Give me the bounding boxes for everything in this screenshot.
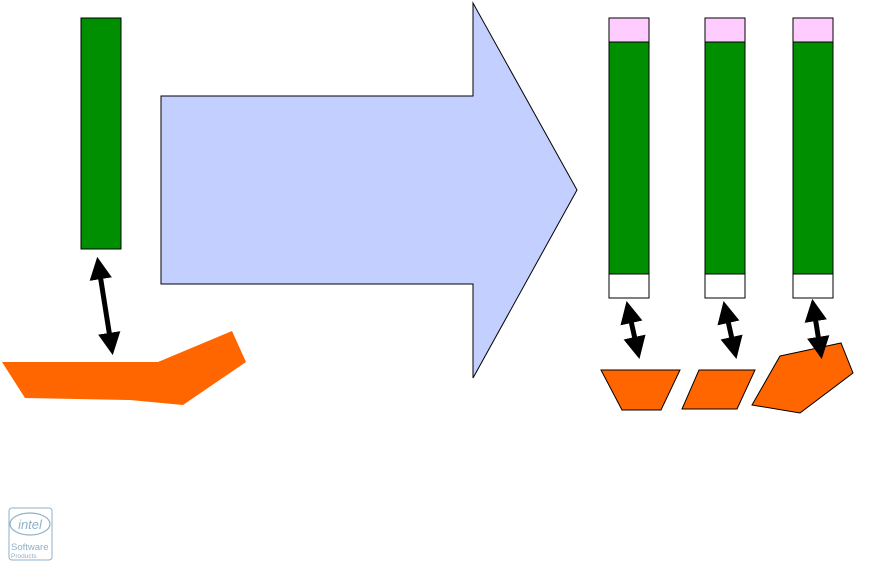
column-3-orange-piece <box>751 342 854 414</box>
column-2-cap <box>704 17 746 43</box>
column-group-3 <box>751 17 854 414</box>
logo-swoosh <box>9 512 51 536</box>
left-orange-piece <box>2 331 246 405</box>
column-2-bar <box>704 41 746 275</box>
column-3-foot <box>792 273 834 299</box>
intel-logo-icon: intel Software Products <box>8 507 53 561</box>
column-3-double-arrow-icon <box>804 298 830 360</box>
column-group-1 <box>600 17 681 411</box>
logo-line2-text: Products <box>11 553 37 560</box>
column-1-orange-piece <box>600 369 681 411</box>
left-double-arrow-icon <box>89 256 121 356</box>
column-1-foot <box>608 273 650 299</box>
column-3-cap <box>792 17 834 43</box>
column-3-bar <box>792 41 834 275</box>
logo-frame <box>8 507 53 561</box>
column-2-double-arrow-icon <box>717 301 743 359</box>
column-group-2 <box>681 17 756 410</box>
column-2-foot <box>704 273 746 299</box>
logo-line1-text: Software <box>11 542 49 553</box>
column-1-bar <box>608 41 650 275</box>
big-right-arrow-icon <box>160 1 578 379</box>
logo-brand-text: intel <box>18 517 43 532</box>
column-1-double-arrow-icon <box>620 301 646 359</box>
column-2-orange-piece <box>681 369 756 410</box>
single-green-column <box>80 17 122 250</box>
column-1-cap <box>608 17 650 43</box>
